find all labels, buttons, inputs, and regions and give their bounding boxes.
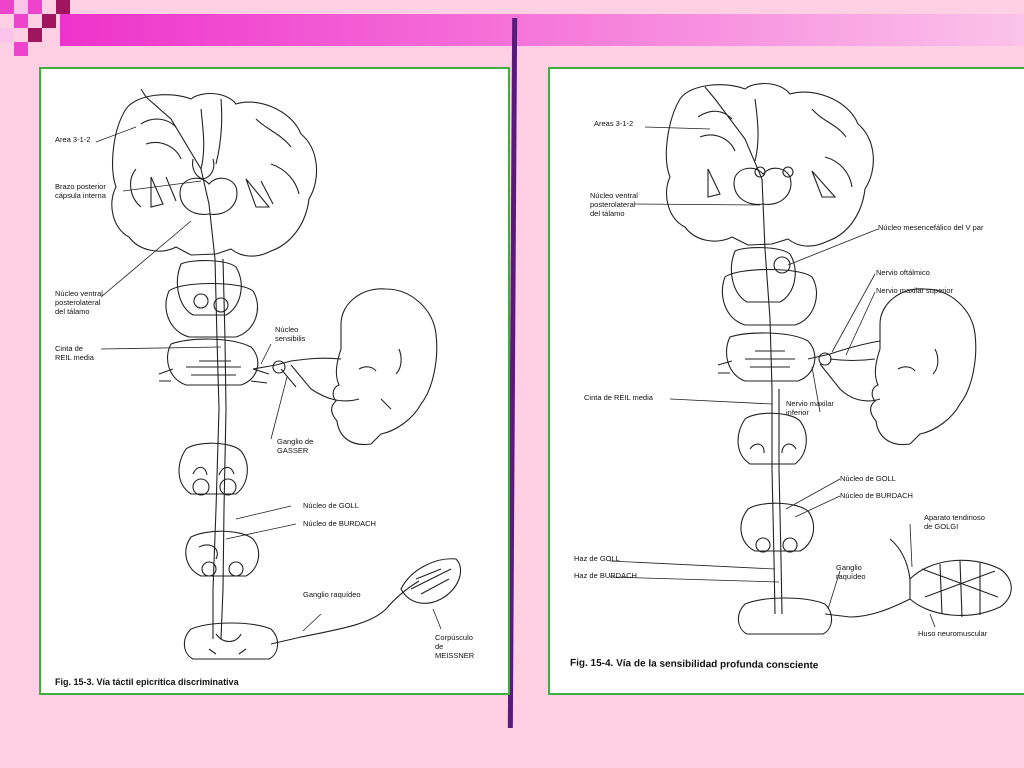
lower-medulla: [178, 442, 248, 495]
pons: [165, 282, 259, 338]
label-nucleo-burdach: Núcleo de BURDACH: [303, 519, 376, 528]
label-nucleo-sensibilis: Núcleo sensibilis: [275, 325, 306, 343]
brain-outline: [111, 93, 318, 257]
midbrain: [730, 247, 796, 303]
thalamus: [179, 177, 238, 215]
label-haz-goll: Haz de GOLL: [574, 554, 620, 563]
label-cinta-reil: Cinta de REIL media: [55, 344, 94, 362]
label-ganglio-raquideo: Ganglio raquídeo: [836, 563, 866, 581]
lower-medulla: [737, 412, 807, 465]
label-aparato-golgi: Aparato tendinoso de GOLGI: [924, 513, 985, 531]
label-brazo-posterior: Brazo posterior cápsula interna: [55, 182, 106, 200]
label-nucleo-goll: Núcleo de GOLL: [840, 474, 896, 483]
head-profile: [870, 288, 977, 446]
meissner-corpuscle: [400, 558, 461, 604]
label-nucleo-ventral: Núcleo ventral posterolateral del tálamo: [590, 191, 638, 218]
label-haz-burdach: Haz de BURDACH: [574, 571, 637, 580]
label-cinta-reil: Cinta de REIL media: [584, 393, 653, 402]
ascending-pathway: [704, 86, 776, 615]
corner-square: [28, 28, 42, 42]
midbrain: [176, 260, 242, 316]
corner-square: [56, 0, 70, 14]
figure-caption-left: Fig. 15-3. Vía táctil epicrítica discrim…: [55, 677, 239, 687]
label-ganglio-raquideo: Ganglio raquídeo: [303, 590, 361, 599]
right-diagram: [609, 83, 1012, 635]
label-areas-3-1-2: Areas 3-1-2: [594, 119, 634, 128]
peripheral-nerve: [270, 580, 420, 645]
label-nervio-oftalmico: Nervio oftálmico: [876, 268, 930, 277]
ventricle: [192, 158, 215, 180]
left-diagram: [95, 88, 461, 660]
pons: [721, 268, 818, 326]
trigeminal-nerve: [807, 340, 881, 402]
corner-square: [28, 0, 42, 14]
corner-square: [14, 42, 28, 56]
label-nucleo-ventral: Núcleo ventral posterolateral del tálamo: [55, 289, 103, 316]
head-profile: [331, 288, 438, 446]
corner-square: [42, 14, 56, 28]
cervical-cord: [185, 530, 260, 577]
label-nucleo-mesencefalico: Núcleo mesencefálico del V par: [878, 223, 984, 232]
title-bar: [60, 14, 1024, 46]
label-ganglio-gasser: Ganglio de GASSER: [277, 437, 314, 455]
medulla: [726, 332, 816, 382]
figure-15-4-panel: Areas 3-1-2 Núcleo ventral posterolatera…: [548, 67, 1024, 695]
peripheral-nerve: [824, 598, 911, 618]
label-huso-neuromuscular: Huso neuromuscular: [918, 629, 988, 638]
label-nucleo-goll: Núcleo de GOLL: [303, 501, 359, 510]
spinal-cord: [183, 622, 279, 660]
label-nucleo-burdach: Núcleo de BURDACH: [840, 491, 913, 500]
label-corpusculo-meissner: Corpúsculo de MEISSNER: [435, 633, 475, 660]
corner-square: [14, 14, 28, 28]
label-area-3-1-2: Area 3-1-2: [55, 135, 91, 144]
muscle-spindle: [909, 559, 1012, 616]
ascending-pathway: [140, 88, 220, 639]
label-nervio-maxilar-superior: Nervio maxilar superior: [876, 286, 954, 295]
cervical-cord: [740, 502, 815, 552]
corner-square: [0, 0, 14, 14]
figure-15-3-panel: Area 3-1-2 Brazo posterior cápsula inter…: [39, 67, 510, 695]
label-nervio-maxilar-inferior: Nervio maxilar inferior: [786, 399, 834, 417]
corner-square: [0, 28, 14, 42]
medulla: [167, 338, 259, 386]
brain-outline: [665, 83, 874, 247]
corner-square: [14, 0, 28, 14]
spinal-cord: [737, 597, 833, 635]
trigeminal-nerve: [252, 357, 360, 402]
